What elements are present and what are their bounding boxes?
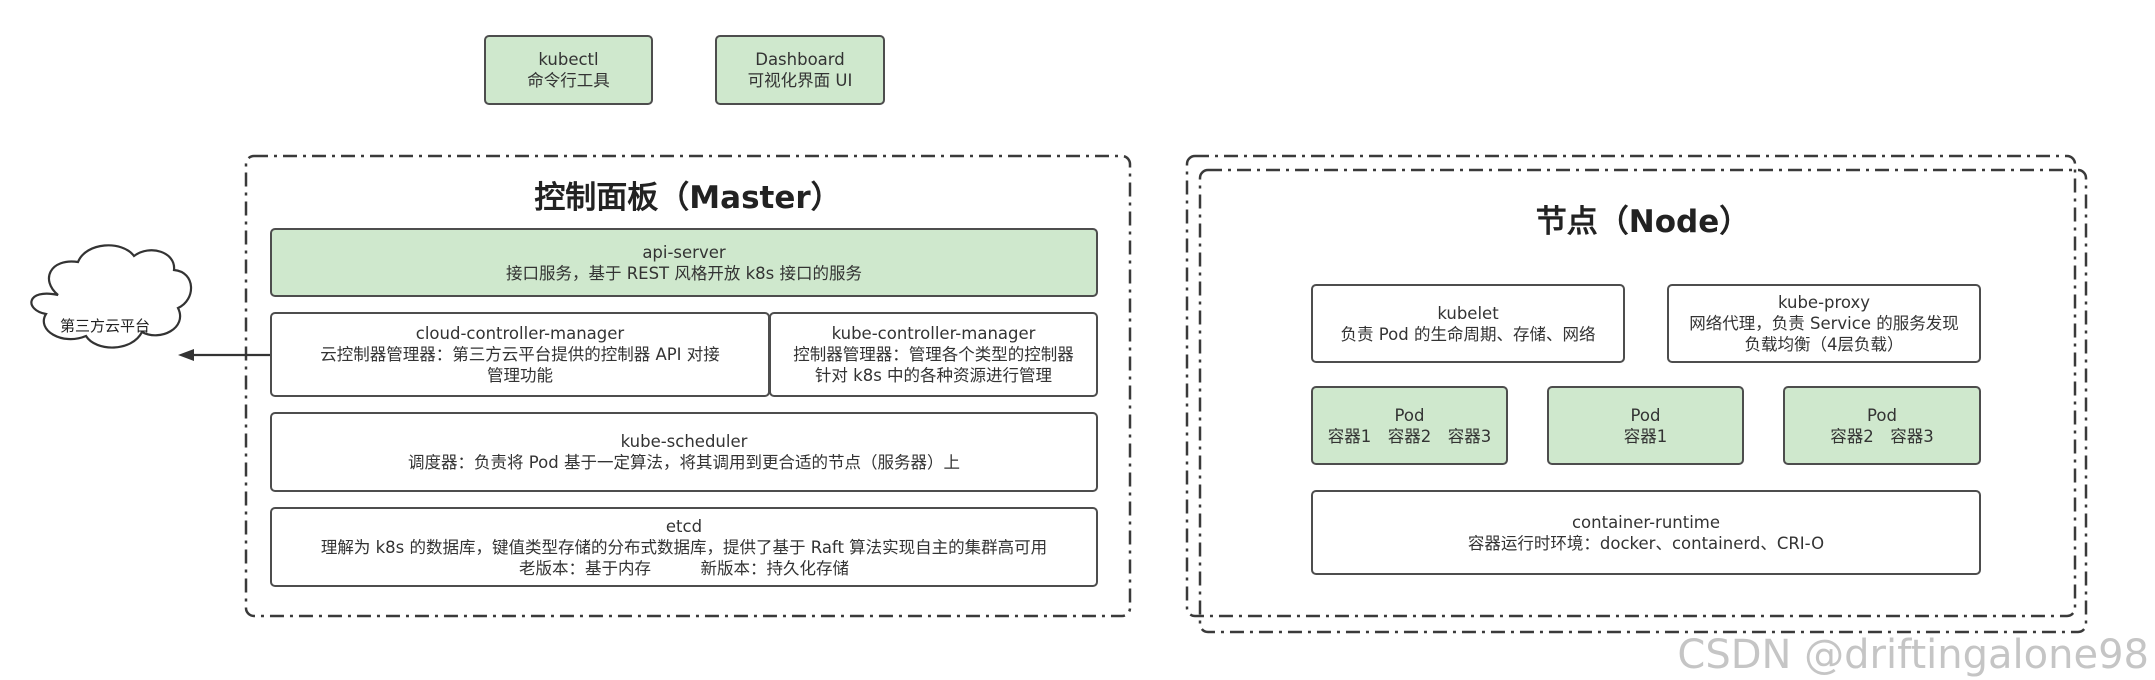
kube-proxy-desc-line2: 负载均衡（4层负载） <box>1744 335 1904 354</box>
cloud-label: 第三方云平台 <box>59 317 150 335</box>
master-title: 控制面板（Master） <box>534 180 842 216</box>
kcm-desc-line1: 控制器管理器：管理各个类型的控制器 <box>793 345 1074 364</box>
kube-proxy-box[interactable]: kube-proxy 网络代理，负责 Service 的服务发现 负载均衡（4层… <box>1667 284 1981 363</box>
pod-box-2[interactable]: Pod 容器1 <box>1547 386 1744 465</box>
pod-name: Pod <box>1630 405 1661 425</box>
kubelet-box[interactable]: kubelet 负责 Pod 的生命周期、存储、网络 <box>1311 284 1625 363</box>
dashboard-name: Dashboard <box>755 50 845 69</box>
scheduler-name: kube-scheduler <box>620 432 748 451</box>
kube-controller-manager-box[interactable]: kube-controller-manager 控制器管理器：管理各个类型的控制… <box>769 312 1098 397</box>
runtime-name: container-runtime <box>1571 512 1721 532</box>
etcd-name: etcd <box>665 516 703 536</box>
master-frame <box>244 154 1132 618</box>
cloud-shape <box>30 244 193 349</box>
kube-scheduler-box[interactable]: kube-scheduler 调度器：负责将 Pod 基于一定算法，将其调用到更… <box>270 412 1098 492</box>
api-server-name: api-server <box>642 242 726 262</box>
kubelet-desc: 负责 Pod 的生命周期、存储、网络 <box>1340 324 1596 344</box>
runtime-desc: 容器运行时环境：docker、containerd、CRI-O <box>1467 533 1825 553</box>
arrow-head-icon <box>178 349 194 361</box>
kcm-name: kube-controller-manager <box>831 324 1036 343</box>
etcd-desc-line2: 老版本：基于内存 新版本：持久化存储 <box>519 558 849 578</box>
watermark: CSDN @driftingalone98 <box>1677 632 2149 678</box>
pod-containers: 容器1 <box>1623 426 1668 446</box>
kube-proxy-desc-line1: 网络代理，负责 Service 的服务发现 <box>1689 314 1959 333</box>
kubectl-name: kubectl <box>538 50 599 69</box>
node-frame-outer <box>1185 154 2077 618</box>
node-frame-inner <box>1198 168 2088 634</box>
ccm-name: cloud-controller-manager <box>415 324 625 343</box>
pod-name: Pod <box>1394 405 1425 425</box>
cloud-controller-manager-box[interactable]: cloud-controller-manager 云控制器管理器：第三方云平台提… <box>270 312 770 397</box>
dashboard-desc: 可视化界面 UI <box>747 71 853 90</box>
scheduler-desc: 调度器：负责将 Pod 基于一定算法，将其调用到更合适的节点（服务器）上 <box>408 453 960 472</box>
kubectl-box[interactable]: kubectl 命令行工具 <box>484 35 653 105</box>
pod-box-3[interactable]: Pod 容器2 容器3 <box>1783 386 1981 465</box>
kubelet-name: kubelet <box>1437 303 1499 323</box>
api-server-box[interactable]: api-server 接口服务，基于 REST 风格开放 k8s 接口的服务 <box>270 228 1098 297</box>
api-server-desc: 接口服务，基于 REST 风格开放 k8s 接口的服务 <box>505 263 863 283</box>
pod-name: Pod <box>1867 405 1897 425</box>
dashboard-box[interactable]: Dashboard 可视化界面 UI <box>715 35 885 105</box>
pod-box-1[interactable]: Pod 容器1 容器2 容器3 <box>1311 386 1508 465</box>
etcd-desc-line1: 理解为 k8s 的数据库，键值类型存储的分布式数据库，提供了基于 Raft 算法… <box>320 537 1048 557</box>
pod-containers: 容器1 容器2 容器3 <box>1327 426 1492 446</box>
container-runtime-box[interactable]: container-runtime 容器运行时环境：docker、contain… <box>1311 490 1981 575</box>
ccm-desc-line1: 云控制器管理器：第三方云平台提供的控制器 API 对接 <box>320 345 720 364</box>
node-title: 节点（Node） <box>1535 204 1751 240</box>
kube-proxy-name: kube-proxy <box>1777 293 1871 312</box>
kubectl-desc: 命令行工具 <box>527 71 610 90</box>
ccm-desc-line2: 管理功能 <box>487 366 553 385</box>
kcm-desc-line2: 针对 k8s 中的各种资源进行管理 <box>814 366 1053 385</box>
etcd-box[interactable]: etcd 理解为 k8s 的数据库，键值类型存储的分布式数据库，提供了基于 Ra… <box>270 507 1098 587</box>
pod-containers: 容器2 容器3 <box>1830 426 1934 446</box>
